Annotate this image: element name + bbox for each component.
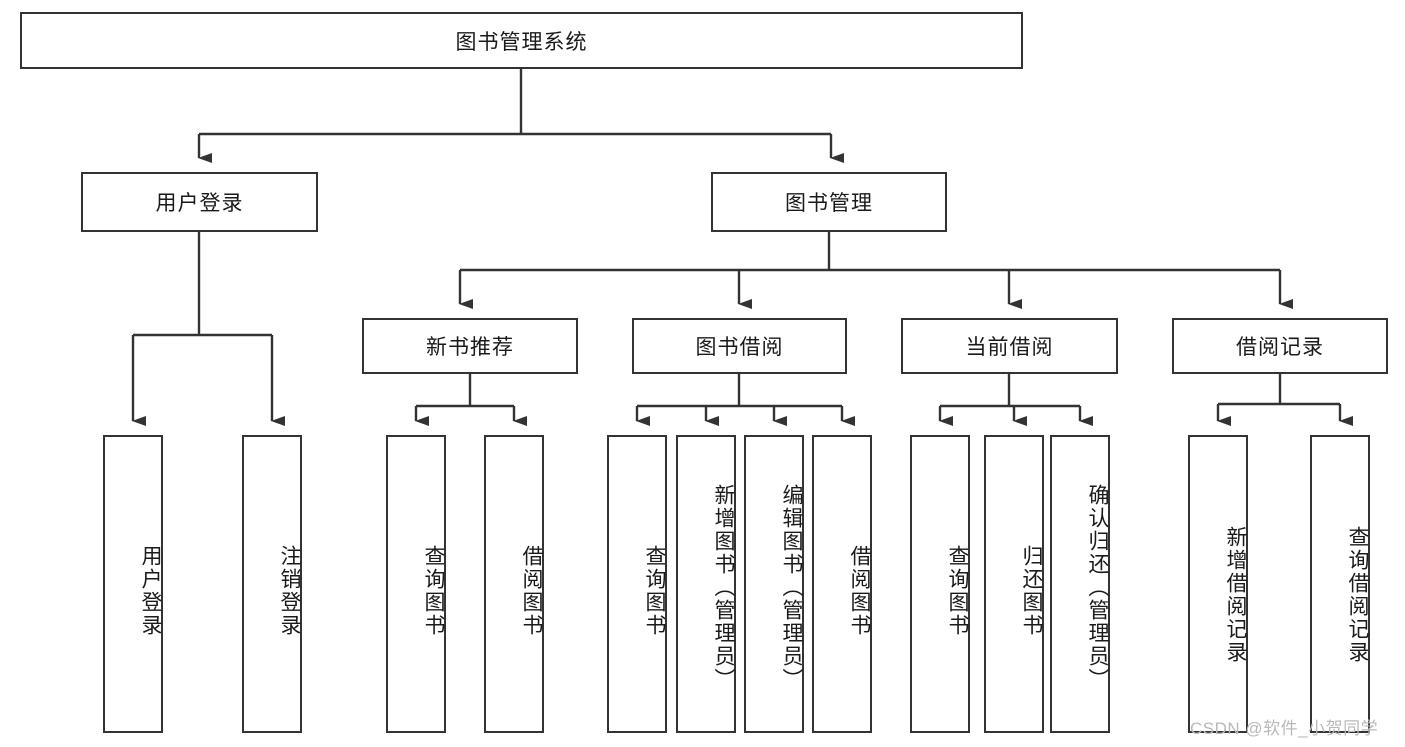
node-new-book-rec[interactable]: 新书推荐 (362, 318, 578, 374)
node-book-manage[interactable]: 图书管理 (711, 172, 947, 232)
node-user-login-label: 用户登录 (155, 192, 244, 215)
node-leaf-query-book-1[interactable]: 查询图书 (386, 435, 446, 733)
node-borrow-record[interactable]: 借阅记录 (1172, 318, 1388, 374)
node-current-borrow[interactable]: 当前借阅 (901, 318, 1118, 374)
node-book-borrow-label: 图书借阅 (695, 336, 784, 359)
csdn-watermark: CSDN @软件_小贺同学 (1190, 719, 1379, 738)
node-book-borrow[interactable]: 图书借阅 (632, 318, 847, 374)
node-leaf-return-book-label: 归还图书 (1020, 545, 1043, 637)
node-leaf-borrow-book-1-label: 借阅图书 (520, 545, 543, 637)
node-root[interactable]: 图书管理系统 (20, 12, 1023, 69)
node-leaf-query-book-1-label: 查询图书 (422, 545, 445, 637)
node-leaf-edit-book-label: 编辑图书（管理员） (780, 483, 803, 691)
node-leaf-borrow-book-2-label: 借阅图书 (848, 545, 871, 637)
node-book-manage-label: 图书管理 (785, 192, 873, 215)
node-leaf-query-book-3[interactable]: 查询图书 (910, 435, 970, 733)
node-leaf-borrow-book-2[interactable]: 借阅图书 (812, 435, 872, 733)
node-leaf-user-logout[interactable]: 注销登录 (242, 435, 302, 733)
node-leaf-query-record-label: 查询借阅记录 (1346, 526, 1369, 664)
node-user-login[interactable]: 用户登录 (81, 172, 318, 232)
node-leaf-confirm-return[interactable]: 确认归还（管理员） (1050, 435, 1110, 733)
node-current-borrow-label: 当前借阅 (965, 336, 1054, 359)
node-leaf-user-logout-label: 注销登录 (278, 545, 301, 637)
node-leaf-query-book-2[interactable]: 查询图书 (607, 435, 667, 733)
node-leaf-confirm-return-label: 确认归还（管理员） (1086, 483, 1109, 691)
node-leaf-user-login[interactable]: 用户登录 (103, 435, 163, 733)
node-leaf-query-book-3-label: 查询图书 (946, 545, 969, 637)
node-new-book-rec-label: 新书推荐 (426, 336, 514, 359)
node-leaf-add-record-label: 新增借阅记录 (1224, 526, 1247, 664)
node-leaf-add-book-label: 新增图书（管理员） (712, 483, 735, 691)
node-leaf-query-record[interactable]: 查询借阅记录 (1310, 435, 1370, 733)
node-root-label: 图书管理系统 (455, 30, 588, 54)
node-leaf-edit-book[interactable]: 编辑图书（管理员） (744, 435, 804, 733)
node-borrow-record-label: 借阅记录 (1236, 336, 1324, 359)
node-leaf-query-book-2-label: 查询图书 (643, 545, 666, 637)
node-leaf-borrow-book-1[interactable]: 借阅图书 (484, 435, 544, 733)
node-leaf-return-book[interactable]: 归还图书 (984, 435, 1044, 733)
node-leaf-add-record[interactable]: 新增借阅记录 (1188, 435, 1248, 733)
node-leaf-user-login-label: 用户登录 (139, 545, 162, 637)
node-leaf-add-book[interactable]: 新增图书（管理员） (676, 435, 736, 733)
